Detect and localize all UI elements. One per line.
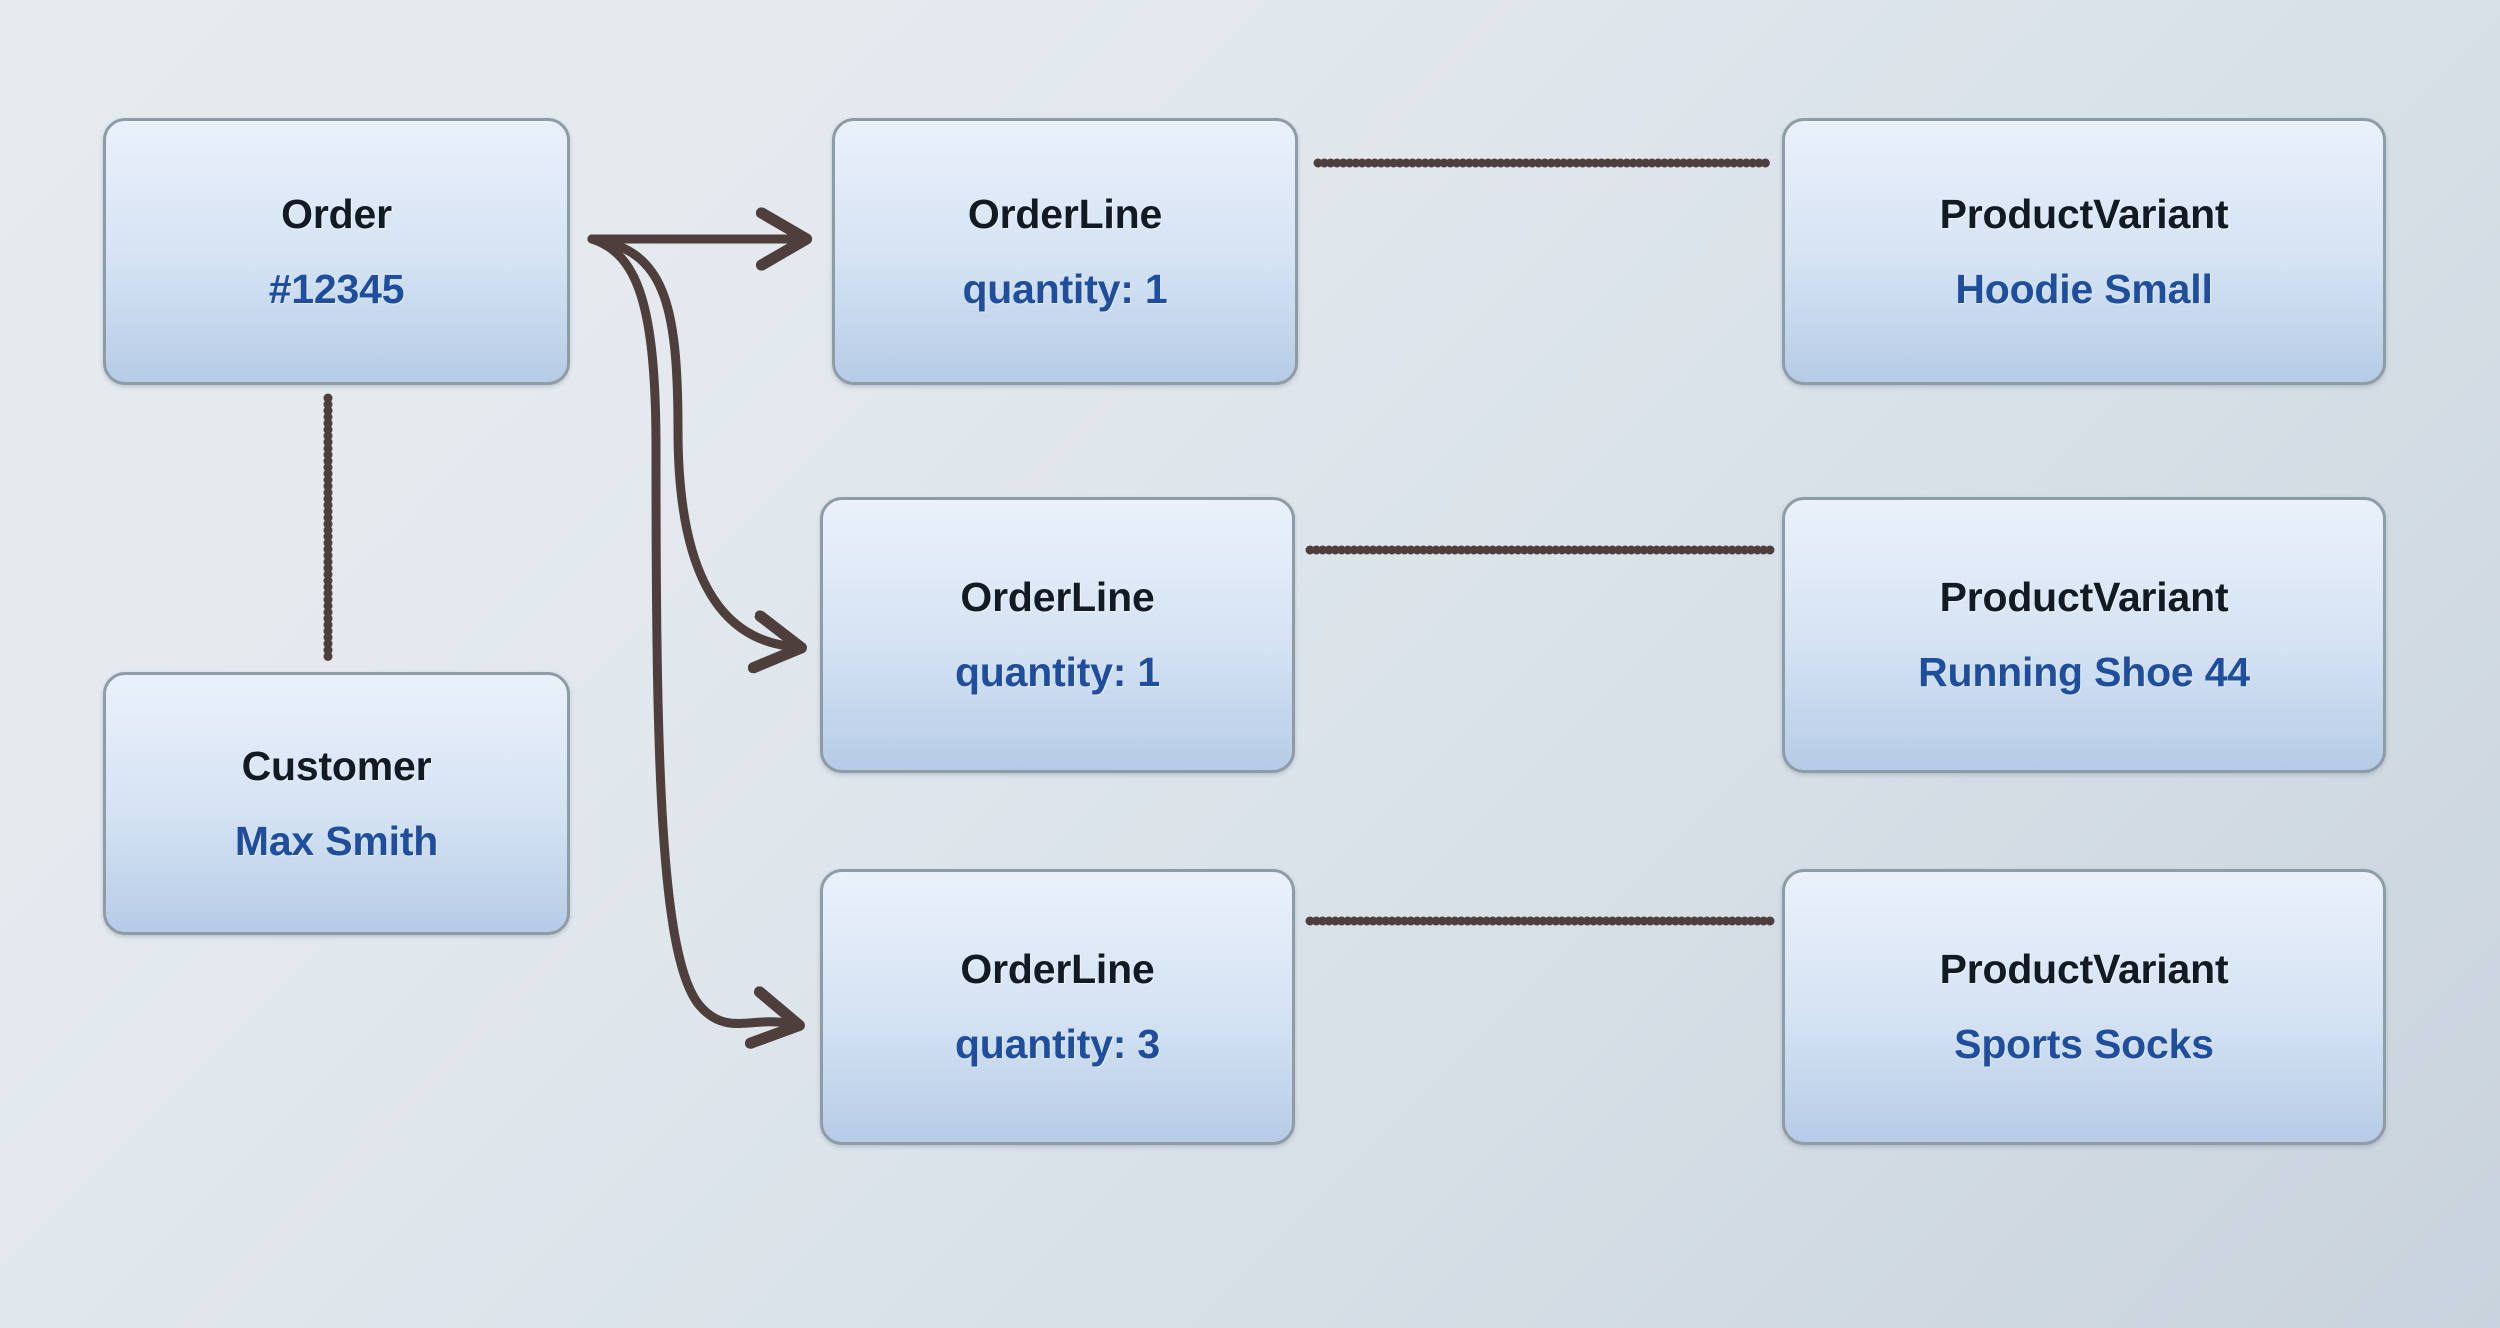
node-productvariant-3-title: ProductVariant — [1939, 946, 2229, 992]
node-orderline-1-title: OrderLine — [967, 190, 1163, 237]
node-productvariant-2[interactable]: ProductVariant Running Shoe 44 — [1782, 497, 2386, 773]
node-order[interactable]: Order #12345 — [103, 118, 570, 385]
node-orderline-3-subtitle: quantity: 3 — [954, 1021, 1161, 1067]
node-customer-subtitle: Max Smith — [234, 817, 439, 864]
node-orderline-3-title: OrderLine — [960, 946, 1155, 992]
node-orderline-1[interactable]: OrderLine quantity: 1 — [832, 118, 1298, 385]
node-productvariant-3-subtitle: Sports Socks — [1954, 1021, 2214, 1067]
node-orderline-1-subtitle: quantity: 1 — [962, 265, 1168, 312]
node-orderline-2-subtitle: quantity: 1 — [954, 649, 1161, 695]
node-customer-title: Customer — [241, 742, 432, 789]
edge-order-to-orderline-2 — [587, 234, 788, 646]
node-productvariant-1-title: ProductVariant — [1939, 190, 2229, 237]
node-order-title: Order — [281, 190, 392, 237]
node-customer[interactable]: Customer Max Smith — [103, 672, 570, 935]
node-productvariant-3[interactable]: ProductVariant Sports Socks — [1782, 869, 2386, 1145]
node-productvariant-2-subtitle: Running Shoe 44 — [1918, 649, 2250, 695]
edge-order-to-orderline-3 — [587, 234, 786, 1024]
node-orderline-2-title: OrderLine — [960, 574, 1155, 620]
node-order-subtitle: #12345 — [268, 265, 405, 312]
node-orderline-2[interactable]: OrderLine quantity: 1 — [820, 497, 1295, 773]
node-productvariant-2-title: ProductVariant — [1939, 574, 2229, 620]
node-productvariant-1[interactable]: ProductVariant Hoodie Small — [1782, 118, 2386, 385]
node-productvariant-1-subtitle: Hoodie Small — [1955, 265, 2213, 312]
node-orderline-3[interactable]: OrderLine quantity: 3 — [820, 869, 1295, 1145]
